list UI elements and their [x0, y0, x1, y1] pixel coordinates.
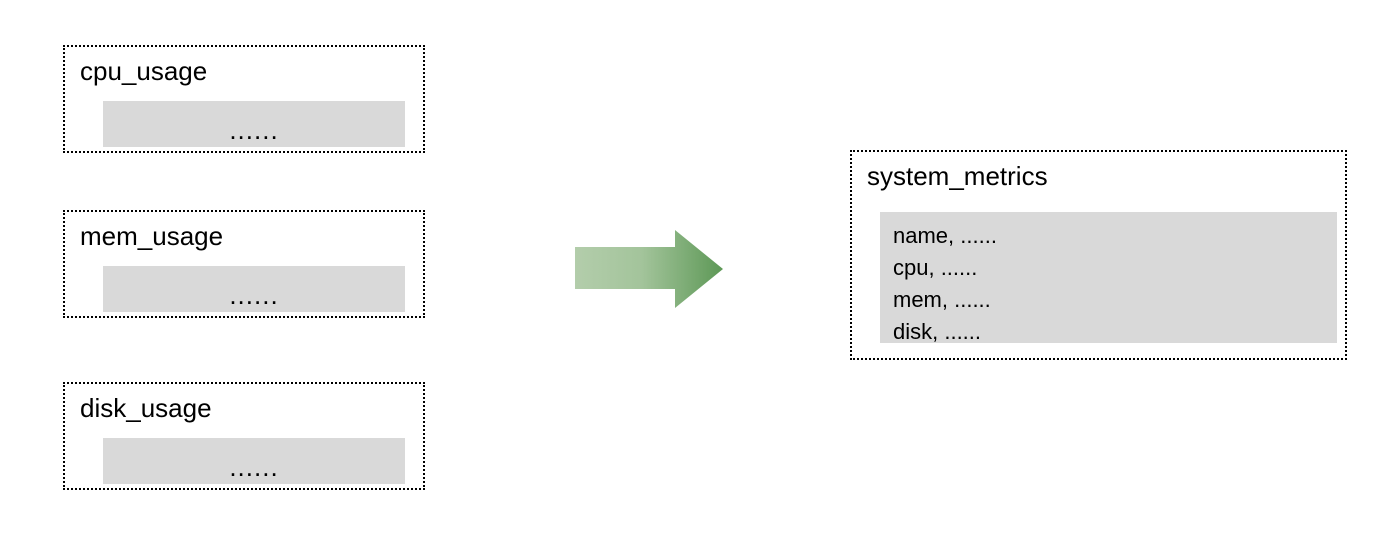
- source-title-mem-usage: mem_usage: [80, 221, 224, 251]
- target-payload-line: name, ......: [893, 223, 997, 248]
- target-payload-line: cpu, ......: [893, 255, 978, 280]
- target-title-system-metrics: system_metrics: [867, 161, 1048, 191]
- source-payload-mem-usage: ......: [103, 266, 405, 312]
- source-payload-dots-disk-usage: ......: [229, 452, 279, 482]
- target-payload-line: mem, ......: [893, 287, 991, 312]
- source-box-cpu-usage[interactable]: cpu_usage ......: [63, 45, 425, 153]
- source-box-mem-usage[interactable]: mem_usage ......: [63, 210, 425, 318]
- target-box-system-metrics[interactable]: system_metrics name, ...... cpu, ...... …: [850, 150, 1347, 360]
- target-payload-line: disk, ......: [893, 319, 982, 344]
- source-title-cpu-usage: cpu_usage: [80, 56, 208, 86]
- source-title-disk-usage: disk_usage: [80, 393, 212, 423]
- source-payload-cpu-usage: ......: [103, 101, 405, 147]
- source-box-disk-usage[interactable]: disk_usage ......: [63, 382, 425, 490]
- source-payload-dots-cpu-usage: ......: [229, 115, 279, 145]
- target-payload-system-metrics: name, ...... cpu, ...... mem, ...... dis…: [880, 212, 1337, 344]
- source-payload-dots-mem-usage: ......: [229, 280, 279, 310]
- right-arrow-icon: [575, 230, 723, 308]
- source-payload-disk-usage: ......: [103, 438, 405, 484]
